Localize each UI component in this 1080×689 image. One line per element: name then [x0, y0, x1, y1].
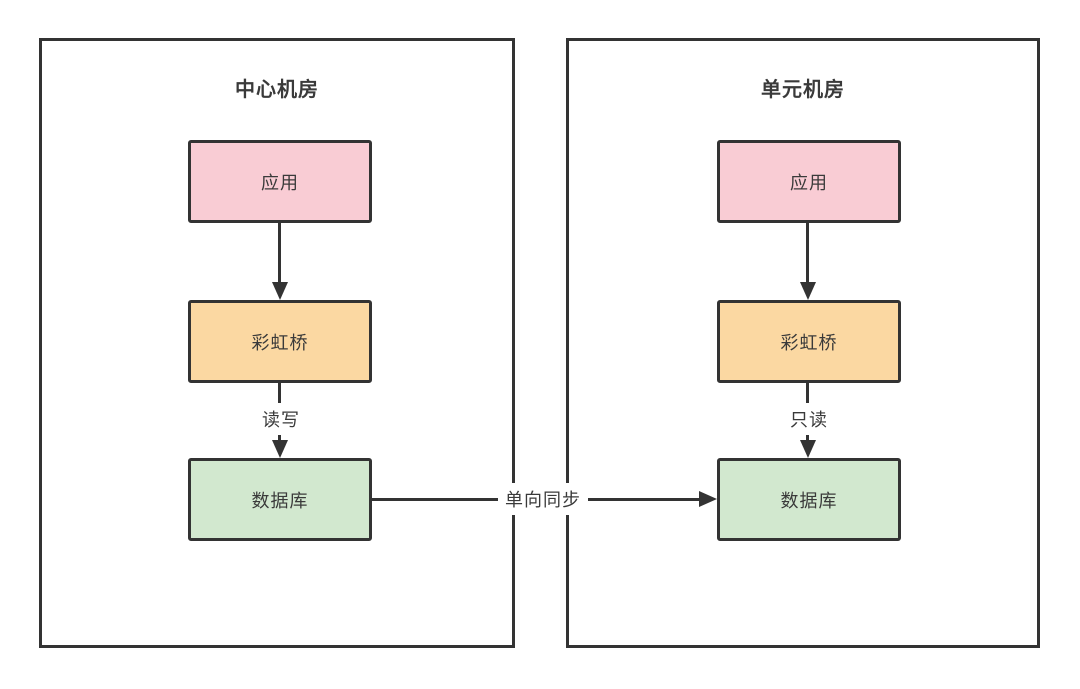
- node-bridge-center: 彩虹桥: [188, 300, 372, 383]
- arrow-down-icon: [272, 282, 288, 300]
- node-app-unit: 应用: [717, 140, 901, 223]
- group-title-unit: 单元机房: [761, 79, 845, 101]
- edge-app-bridge-unit: [806, 223, 809, 284]
- arrow-down-icon: [272, 440, 288, 458]
- arrow-down-icon: [800, 282, 816, 300]
- node-db-center: 数据库: [188, 458, 372, 541]
- group-unit-room: 单元机房: [566, 38, 1040, 648]
- edge-label-readonly: 只读: [783, 403, 835, 435]
- node-db-unit: 数据库: [717, 458, 901, 541]
- arrow-right-icon: [699, 491, 717, 507]
- group-title-center: 中心机房: [235, 79, 319, 101]
- edge-label-readwrite: 读写: [255, 403, 307, 435]
- node-bridge-unit: 彩虹桥: [717, 300, 901, 383]
- edge-label-sync: 单向同步: [498, 483, 588, 515]
- arrow-down-icon: [800, 440, 816, 458]
- edge-app-bridge-center: [278, 223, 281, 284]
- node-app-center: 应用: [188, 140, 372, 223]
